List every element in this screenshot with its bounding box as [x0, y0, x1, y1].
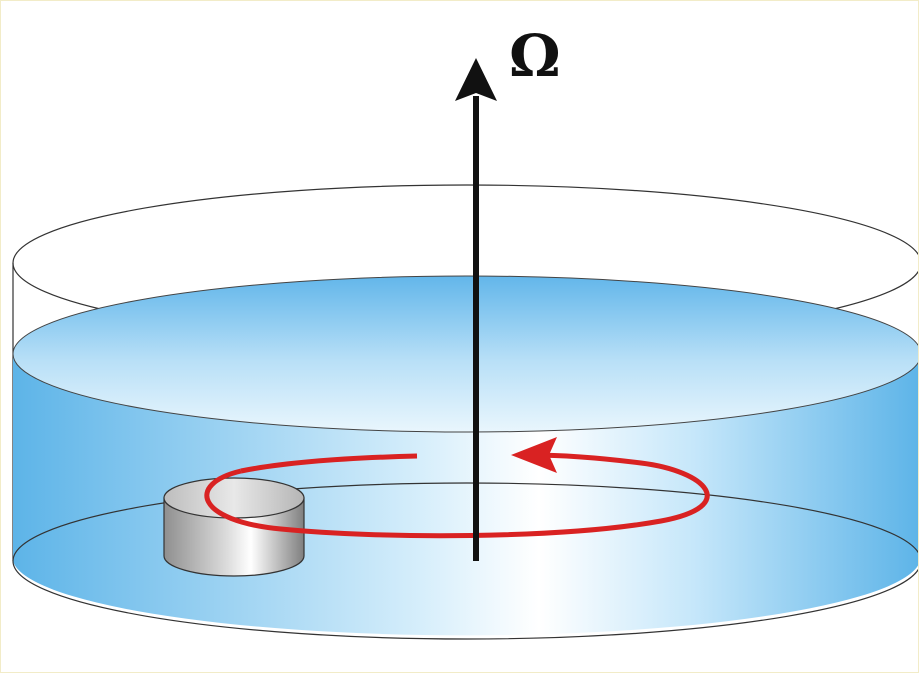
- circulation-arrow: [204, 452, 710, 539]
- omega-label: Ω: [509, 22, 561, 90]
- tank-bottom: [12, 482, 918, 640]
- circulation-arrowhead: [511, 437, 557, 473]
- rotation-axis-arrowhead: [455, 58, 497, 101]
- water-surface: [12, 275, 918, 433]
- circulation-arrow-back: [240, 453, 418, 474]
